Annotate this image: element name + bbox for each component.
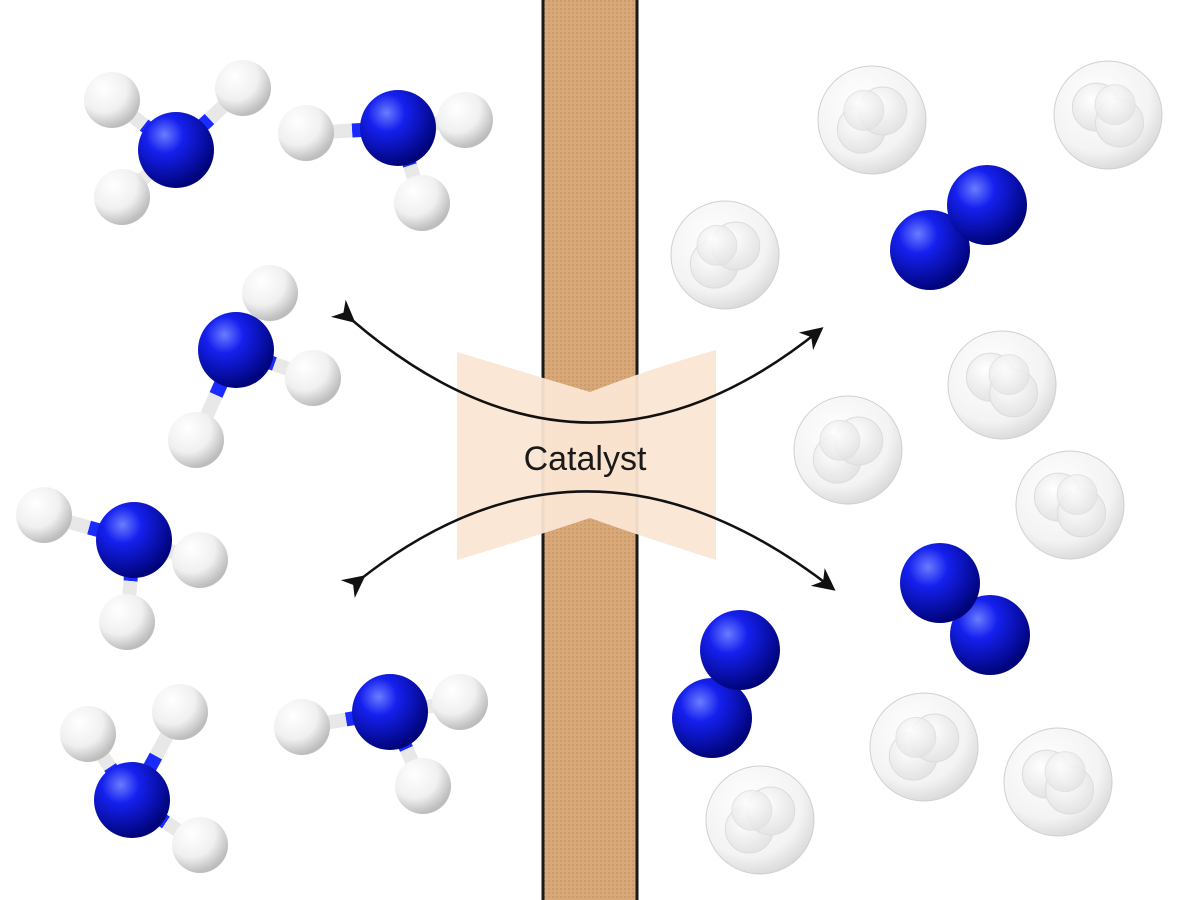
hydrogen-atom (394, 175, 450, 231)
h2-lobe (988, 354, 1030, 396)
h2-molecule (793, 395, 903, 505)
hydrogen-atom (60, 706, 116, 762)
hydrogen-atom (152, 684, 208, 740)
arrow-upper (331, 299, 824, 424)
h2-molecule (1015, 450, 1125, 560)
ammonia-molecule (278, 90, 493, 231)
n2-molecule (672, 610, 780, 758)
nitrogen-atom (947, 165, 1027, 245)
ammonia-molecule (168, 265, 341, 468)
hydrogen-atom (285, 350, 341, 406)
nitrogen-atom (138, 112, 214, 188)
n2-molecule (890, 165, 1027, 290)
nitrogen-atom (700, 610, 780, 690)
hydrogen-atom (84, 72, 140, 128)
h2-lobe (895, 716, 937, 758)
h2-molecule (869, 692, 979, 802)
ammonia-molecule (60, 684, 228, 873)
ammonia-molecule (16, 487, 228, 650)
hydrogen-atom (432, 674, 488, 730)
hydrogen-atom (168, 412, 224, 468)
nitrogen-atom (198, 312, 274, 388)
h2-lobe (819, 419, 861, 461)
nitrogen-atom (890, 210, 970, 290)
h2-lobe (696, 224, 738, 266)
hydrogen-molecules (670, 60, 1163, 875)
h2-lobe (843, 89, 885, 131)
nitrogen-atom (96, 502, 172, 578)
h2-molecule (947, 330, 1057, 440)
hydrogen-atom (274, 699, 330, 755)
hydrogen-atom (215, 60, 271, 116)
h2-lobe (1056, 474, 1098, 516)
hydrogen-atom (395, 758, 451, 814)
hydrogen-atom (99, 594, 155, 650)
n2-molecule (900, 543, 1030, 675)
h2-molecule (705, 765, 815, 875)
h2-molecule (1053, 60, 1163, 170)
hydrogen-atom (437, 92, 493, 148)
nitrogen-atom (94, 762, 170, 838)
nitrogen-atom (900, 543, 980, 623)
h2-lobe (1094, 84, 1136, 126)
hydrogen-atom (172, 817, 228, 873)
ammonia-molecule (274, 674, 488, 814)
hydrogen-atom (94, 169, 150, 225)
h2-molecule (670, 200, 780, 310)
h2-lobe (731, 789, 773, 831)
hydrogen-atom (242, 265, 298, 321)
nitrogen-molecules (672, 165, 1030, 758)
ammonia-molecule (84, 60, 271, 225)
arrow-lower (340, 490, 836, 598)
hydrogen-atom (16, 487, 72, 543)
hydrogen-atom (278, 105, 334, 161)
catalyst-panel (457, 350, 716, 560)
nitrogen-atom (360, 90, 436, 166)
hydrogen-atom (172, 532, 228, 588)
nitrogen-atom (672, 678, 752, 758)
nitrogen-atom (352, 674, 428, 750)
nitrogen-atom (950, 595, 1030, 675)
h2-molecule (817, 65, 927, 175)
ammonia-molecules (16, 60, 493, 873)
catalyst-label: Catalyst (524, 440, 647, 478)
h2-molecule (1003, 727, 1113, 837)
h2-lobe (1044, 751, 1086, 793)
